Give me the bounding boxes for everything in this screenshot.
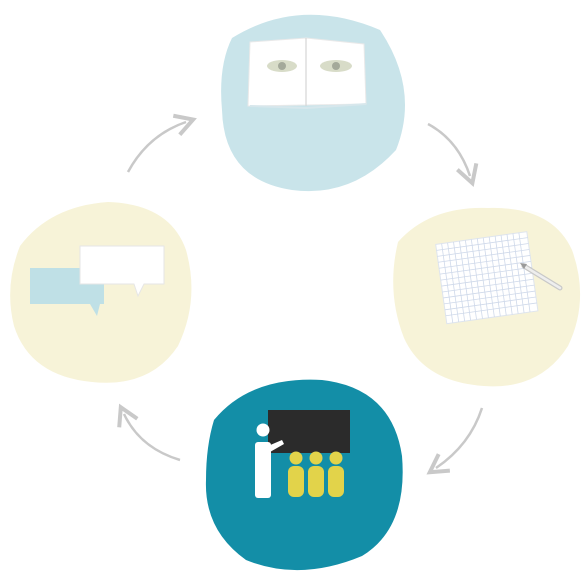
- node-reading: [221, 14, 405, 192]
- arrow-writing-to-teaching: [426, 407, 484, 475]
- node-writing: [393, 207, 581, 387]
- node-teaching: [205, 379, 403, 571]
- pencil-icon: [520, 263, 563, 291]
- speech-bubble-white: [79, 245, 165, 298]
- teacher-with-students-icon: [255, 410, 350, 498]
- arrow-discussion-to-reading: [126, 113, 197, 173]
- teacher-figure: [255, 423, 284, 498]
- open-book-icon: [247, 37, 367, 110]
- grid-paper-pencil-icon: [435, 231, 563, 325]
- students-group: [288, 451, 344, 497]
- chalkboard: [268, 410, 350, 453]
- speech-bubbles-icon: [30, 245, 165, 316]
- arrow-teaching-to-discussion: [117, 403, 181, 462]
- node-discussion: [10, 202, 192, 383]
- arrow-reading-to-writing: [427, 122, 479, 187]
